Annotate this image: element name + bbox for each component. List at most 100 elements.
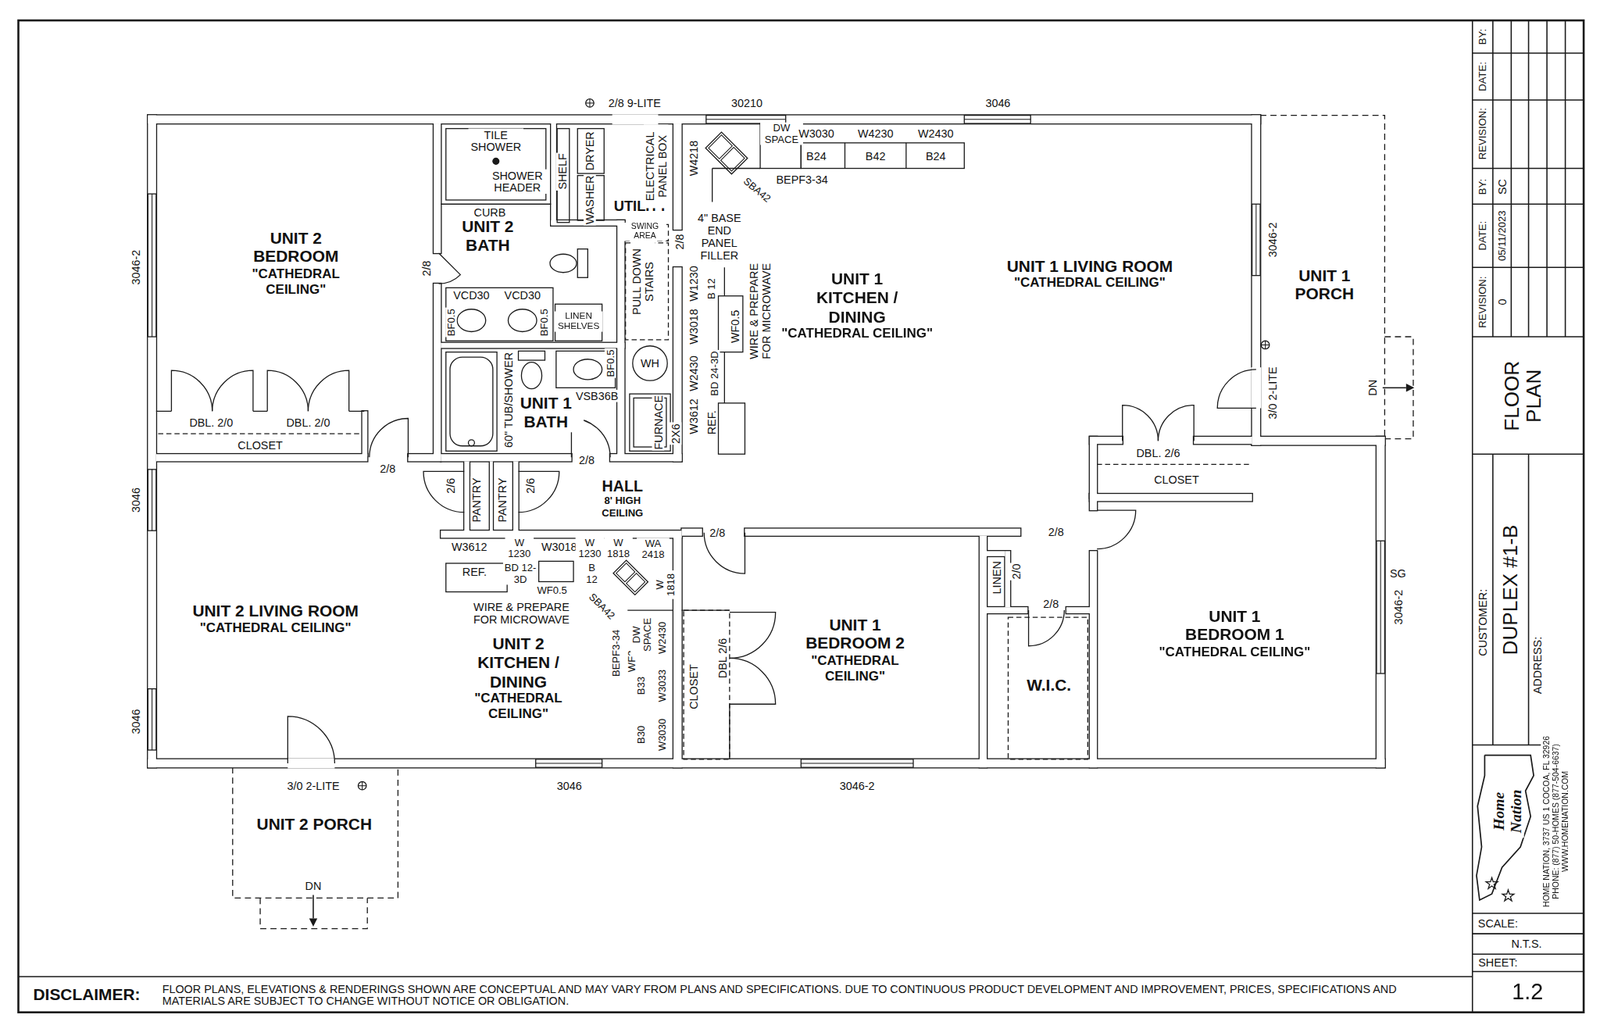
- wall-fill: [673, 123, 682, 230]
- fixture-label: DBL. 2/0: [188, 416, 235, 429]
- light-cross: [361, 781, 363, 790]
- sink-bowl: [616, 563, 636, 583]
- wall-outline: [673, 123, 682, 230]
- sink-bowl: [708, 135, 733, 159]
- opening-label: 3/0 2-LITE: [1266, 365, 1279, 421]
- title-block-rule: [1492, 20, 1494, 337]
- door-opening: [612, 114, 659, 125]
- linen-shelves: [555, 303, 603, 341]
- room-name: UNIT 1 BEDROOM 2: [799, 615, 911, 654]
- fixture-label: W4230: [857, 127, 895, 140]
- wall-outline: [147, 115, 1261, 124]
- fixture-label: W2430: [687, 354, 700, 393]
- fixture-label: W1230: [687, 264, 700, 303]
- opening-label: 3046-2: [1266, 221, 1279, 258]
- title-block-text: BY:: [1477, 178, 1489, 197]
- wall-outline: [440, 342, 625, 349]
- fixture-label: WASHER: [583, 174, 597, 225]
- wall-outline: [617, 220, 625, 458]
- wall-outline: [1089, 550, 1097, 768]
- wall-outline: [440, 530, 682, 538]
- fixture-label: 2/8: [708, 526, 727, 540]
- room-label-stack: UNIT 1 PORCH: [1281, 267, 1368, 305]
- wall-fill: [440, 530, 682, 538]
- door-swing: [1096, 510, 1136, 550]
- opening-label: 3/0 2-LITE: [285, 779, 341, 793]
- title-block-rule: [1528, 453, 1530, 745]
- fixture-label: 2/8: [420, 259, 433, 278]
- door-swing: [1157, 405, 1194, 442]
- title-block-rule: [18, 975, 1473, 978]
- title-block-rule: [1472, 971, 1584, 973]
- room-name: UNIT 2 LIVING ROOM: [190, 602, 361, 622]
- fixture-label: B 12: [583, 562, 600, 586]
- fixture-label: BD 24-3D: [708, 350, 720, 397]
- wall-outline: [464, 460, 470, 533]
- sink-bowl: [507, 309, 537, 333]
- arrow-head: [309, 918, 318, 927]
- fixture-label: CLOSET: [687, 663, 700, 711]
- fixture-label: W 1230: [505, 536, 535, 560]
- room-name: UNIT 1 BATH: [507, 394, 584, 433]
- title-block-rule: [1472, 953, 1584, 955]
- fixture-label: W2430: [917, 127, 955, 140]
- fixture-label: W 1818: [603, 536, 633, 560]
- fixture-label: VCD30: [452, 289, 491, 302]
- room-area: HALL8' HIGH CEILING: [571, 460, 674, 529]
- fixture-label: SHELF: [556, 152, 569, 191]
- dryer: [577, 128, 604, 174]
- wall-fill: [744, 528, 1021, 536]
- fixture-label: W 1818: [653, 570, 677, 600]
- fixture-label: W3018: [687, 307, 700, 346]
- title-block-text: 1.2: [1510, 979, 1545, 1005]
- wall-fill: [156, 453, 368, 461]
- wall-fill: [147, 115, 1261, 124]
- room-area: UNIT 2 BEDROOM"CATHEDRAL CEILING": [156, 123, 434, 411]
- wall-fill: [440, 342, 625, 349]
- page-border: [18, 20, 1585, 1013]
- title-block-text: HOME NATION, 3737 US 1 COCOA, FL 32926: [1543, 735, 1553, 909]
- fixture-label: WF0.5: [728, 308, 742, 344]
- fixture-label: 2/8: [578, 453, 597, 467]
- fixture-label: WA 2418: [636, 537, 670, 561]
- fixture-label: WIRE & PREPARE FOR MICROWAVE: [460, 600, 583, 626]
- wall-outline: [147, 115, 156, 768]
- fixture-label: W3612: [687, 397, 700, 436]
- door-swing: [423, 471, 465, 512]
- wall-fill: [433, 123, 441, 254]
- title-block-text: SHEET:: [1477, 956, 1519, 969]
- shower-drain: [492, 157, 500, 165]
- room-area: UNIT 1 LIVING ROOM"CATHEDRAL CEILING": [987, 123, 1252, 437]
- wall-fill: [1089, 436, 1097, 498]
- sink-bowl: [626, 573, 646, 593]
- room-area: UNIT 1 BEDROOM 2"CATHEDRAL CEILING": [734, 535, 979, 760]
- wall-outline: [744, 528, 1021, 536]
- room-label-stack: UNIT 2 LIVING ROOM"CATHEDRAL CEILING": [190, 602, 361, 637]
- disclaimer-heading: DISCLAIMER:: [32, 985, 142, 1004]
- partition-line: [905, 142, 907, 169]
- fixture-label: B33: [635, 675, 647, 697]
- fixture-label: WH: [639, 357, 661, 370]
- fixture-label: B 12: [705, 277, 717, 300]
- wall-outline: [610, 453, 682, 461]
- range: [718, 296, 743, 353]
- door-swing: [729, 657, 776, 704]
- wall-outline: [362, 410, 368, 456]
- room-note: "CATHEDRAL CEILING": [237, 266, 354, 297]
- opening-label: SG: [1389, 567, 1408, 580]
- wall-fill: [464, 460, 470, 533]
- room-label-stack: UNIT 1 LIVING ROOM"CATHEDRAL CEILING": [1004, 257, 1175, 293]
- fixture-label: WF0.5: [535, 584, 568, 596]
- window-glass: [151, 469, 153, 531]
- fixture-label: CLOSET: [1153, 473, 1200, 486]
- fixture-label: FURNACE: [652, 394, 665, 451]
- vanity: [446, 287, 554, 341]
- exterior-light: [585, 99, 594, 108]
- wall-fill: [147, 115, 156, 768]
- room-note: "CATHEDRAL CEILING": [796, 653, 914, 685]
- title-block-text: ADDRESS:: [1531, 635, 1544, 696]
- partition-line: [349, 410, 365, 412]
- room-note: 8' HIGH CEILING: [589, 495, 656, 519]
- wall-outline: [1376, 436, 1385, 768]
